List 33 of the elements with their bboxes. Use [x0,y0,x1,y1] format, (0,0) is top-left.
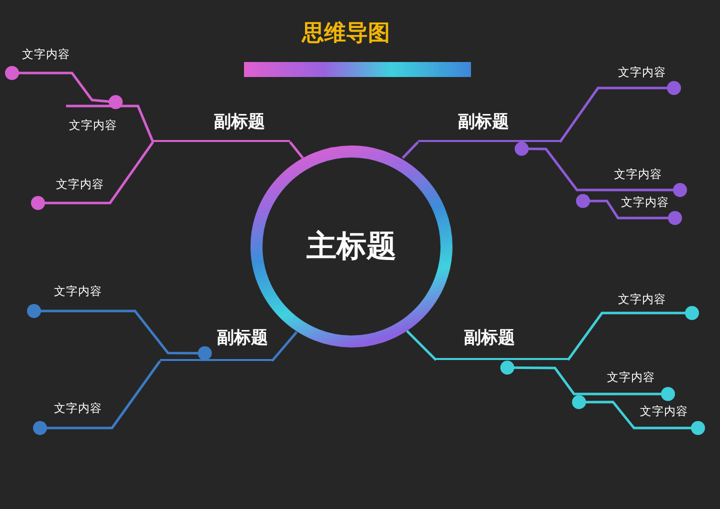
main-topic: 主标题 [306,230,396,263]
connector-line [572,395,705,435]
connector-line [33,360,162,435]
leaf-text: 文字内容 [640,405,688,418]
connector-line [514,142,687,197]
connector-line [271,331,298,362]
leaf-text: 文字内容 [54,285,102,298]
title: 思维导图 [302,22,390,46]
leaf-text: 文字内容 [618,293,666,306]
connector-line [500,360,675,401]
subtopic: 副标题 [436,322,568,360]
leaf-text: 文字内容 [69,119,117,132]
connector-line [566,306,699,361]
connector-line [558,81,681,143]
leaf-text: 文字内容 [607,371,655,384]
leaf-text: 文字内容 [56,178,104,191]
subtopic: 副标题 [153,108,290,142]
connector-line [5,66,123,110]
leaf-text: 文字内容 [614,168,662,181]
connector-line [27,304,212,360]
leaf-text: 文字内容 [54,402,102,415]
gradient-bar [244,62,471,77]
subtopic: 副标题 [418,108,560,142]
connector-line [66,104,154,142]
leaf-text: 文字内容 [22,48,70,61]
connector-line [289,141,304,159]
subtopic: 副标题 [160,322,272,361]
connector-line [576,194,682,225]
connector-line [31,141,154,210]
connector-line [402,141,419,159]
connector-line [406,330,437,361]
leaf-text: 文字内容 [618,66,666,79]
leaf-text: 文字内容 [621,196,669,209]
